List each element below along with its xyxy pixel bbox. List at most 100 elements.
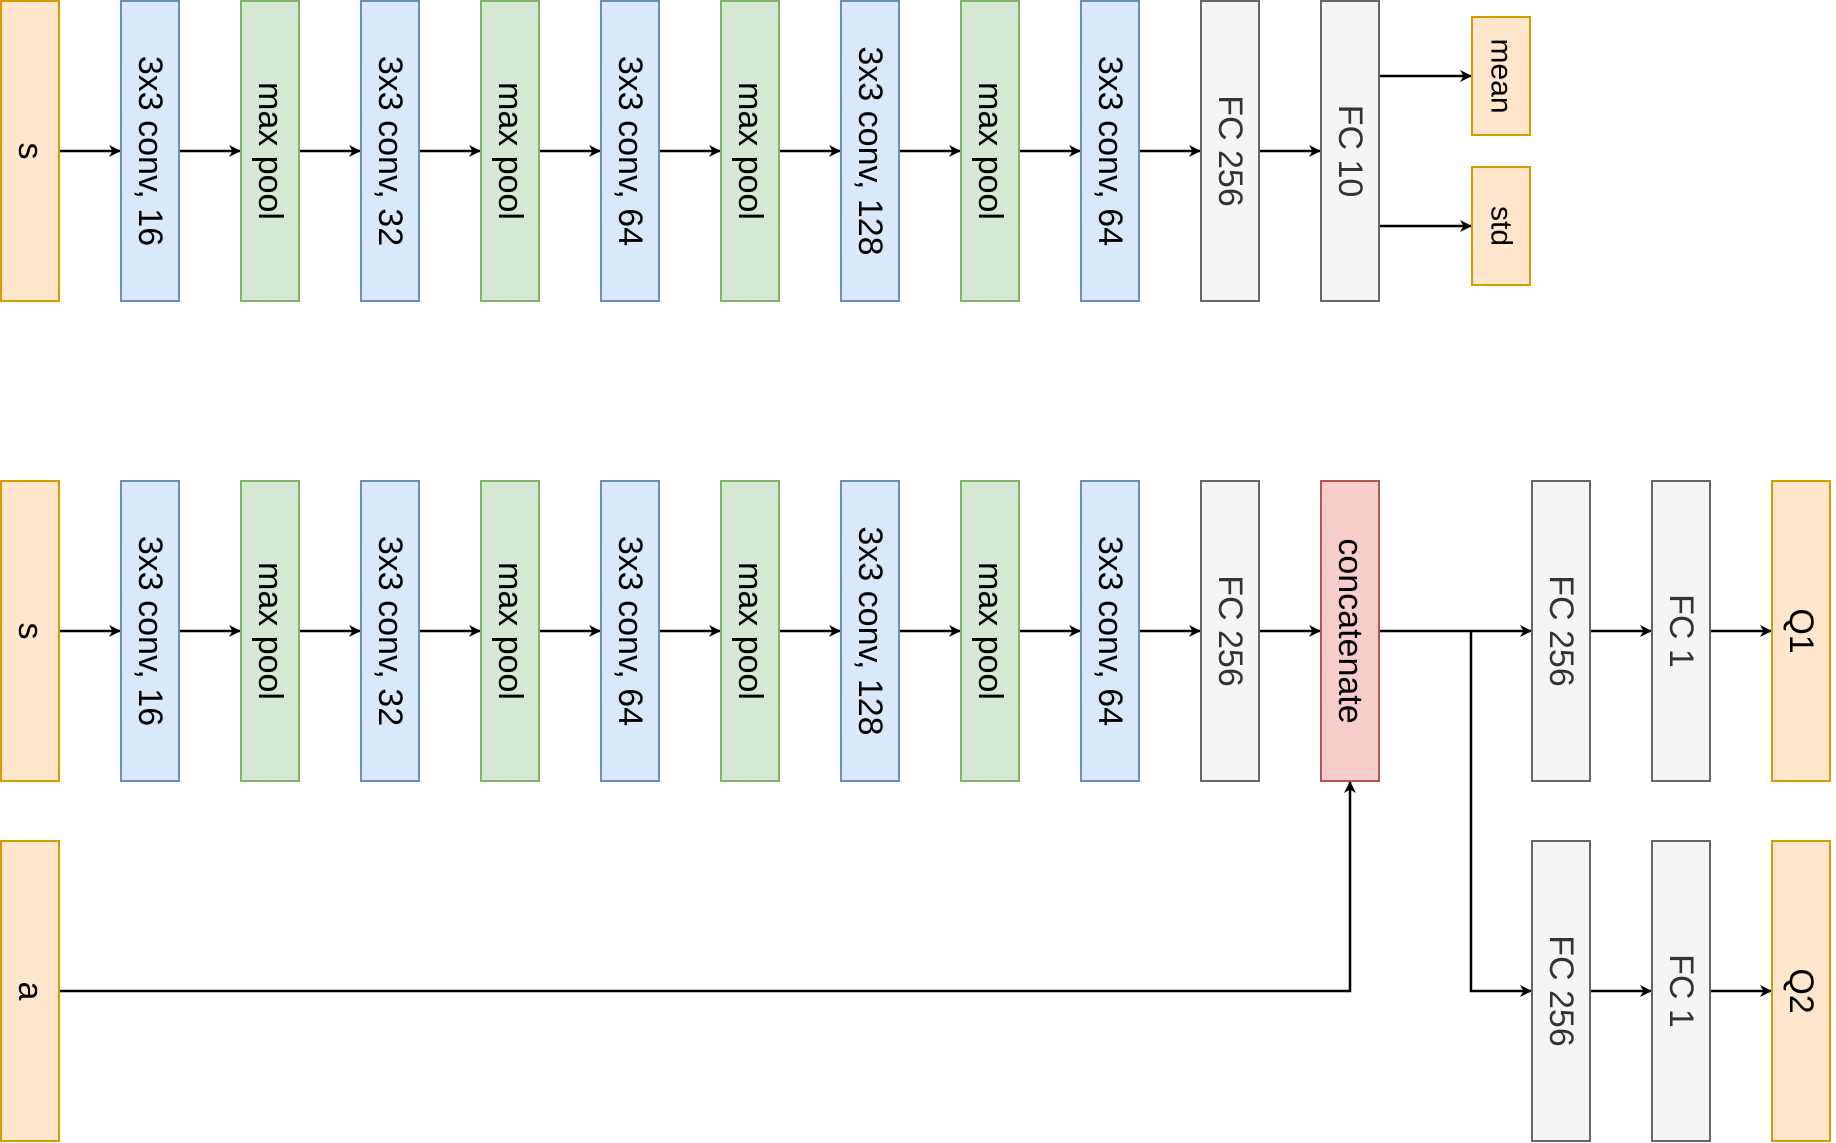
critic-layer-9-3x3-conv-64-label: 3x3 conv, 64 [1091, 536, 1129, 726]
critic-head1-q1-label: Q1 [1782, 608, 1820, 653]
actor-layer-3-3x3-conv-32: 3x3 conv, 32 [360, 0, 420, 302]
actor-layer-7-3x3-conv-128: 3x3 conv, 128 [840, 0, 900, 302]
actor-layer-6-max-pool-box [720, 0, 780, 302]
critic-layer-1-3x3-conv-16-label: 3x3 conv, 16 [131, 536, 169, 726]
critic-concatenate-label: concatenate [1331, 538, 1369, 723]
critic-layer-2-max-pool: max pool [240, 480, 300, 782]
critic-layer-3-3x3-conv-32-box [360, 480, 420, 782]
edges-layer [60, 70, 1772, 997]
critic-input-a-box [0, 840, 60, 1142]
actor-input-s: s [0, 0, 60, 302]
critic-layer-6-max-pool-label: max pool [731, 562, 769, 700]
critic-layer-10-fc-256: FC 256 [1200, 480, 1260, 782]
critic-layer-8-max-pool: max pool [960, 480, 1020, 782]
critic-layer-7-3x3-conv-128-box [840, 480, 900, 782]
actor-layer-9-3x3-conv-64-label: 3x3 conv, 64 [1091, 56, 1129, 246]
critic-head2-q2-box [1771, 840, 1831, 1142]
critic-layer-2-max-pool-box [240, 480, 300, 782]
critic-concatenate: concatenate [1320, 480, 1380, 782]
critic-head2-q2-label: Q2 [1782, 968, 1820, 1013]
actor-layer-10-fc-256: FC 256 [1200, 0, 1260, 302]
critic-layer-5-3x3-conv-64-label: 3x3 conv, 64 [611, 536, 649, 726]
critic-head1-fc-1-label: FC 1 [1662, 594, 1700, 668]
critic-layer-6-max-pool-box [720, 480, 780, 782]
actor-layer-2-max-pool: max pool [240, 0, 300, 302]
actor-layer-1-3x3-conv-16-box [120, 0, 180, 302]
critic-head2-fc-1-label: FC 1 [1662, 954, 1700, 1028]
actor-layer-1-3x3-conv-16: 3x3 conv, 16 [120, 0, 180, 302]
actor-output-std-box [1471, 166, 1531, 286]
actor-layer-5-3x3-conv-64-label: 3x3 conv, 64 [611, 56, 649, 246]
critic-head2-fc-256: FC 256 [1531, 840, 1591, 1142]
critic-layer-2-max-pool-label: max pool [251, 562, 289, 700]
actor-layer-3-3x3-conv-32-label: 3x3 conv, 32 [371, 56, 409, 246]
critic-layer-7-3x3-conv-128-label: 3x3 conv, 128 [851, 526, 889, 735]
actor-layer-9-3x3-conv-64-box [1080, 0, 1140, 302]
critic-layer-5-3x3-conv-64: 3x3 conv, 64 [600, 480, 660, 782]
critic-layer-4-max-pool: max pool [480, 480, 540, 782]
critic-layer-3-3x3-conv-32: 3x3 conv, 32 [360, 480, 420, 782]
actor-input-s-box [0, 0, 60, 302]
critic-input-s-box [0, 480, 60, 782]
actor-layer-11-fc-10: FC 10 [1320, 0, 1380, 302]
actor-layer-10-fc-256-box [1200, 0, 1260, 302]
actor-layer-1-3x3-conv-16-label: 3x3 conv, 16 [131, 56, 169, 246]
actor-output-mean: mean [1471, 16, 1531, 136]
actor-layer-7-3x3-conv-128-label: 3x3 conv, 128 [851, 46, 889, 255]
actor-output-mean-label: mean [1485, 38, 1518, 113]
critic-head1-q1-box [1771, 480, 1831, 782]
critic-edge-action-to-concat [60, 781, 1356, 993]
critic-layer-9-3x3-conv-64: 3x3 conv, 64 [1080, 480, 1140, 782]
actor-layer-6-max-pool-label: max pool [731, 82, 769, 220]
actor-layer-11-fc-10-label: FC 10 [1331, 105, 1369, 198]
actor-layer-5-3x3-conv-64-box [600, 0, 660, 302]
critic-head2-fc-1-box [1651, 840, 1711, 1142]
actor-layer-2-max-pool-label: max pool [251, 82, 289, 220]
actor-layer-3-3x3-conv-32-box [360, 0, 420, 302]
actor-layer-4-max-pool-box [480, 0, 540, 302]
critic-layer-10-fc-256-label: FC 256 [1211, 575, 1249, 687]
critic-layer-4-max-pool-box [480, 480, 540, 782]
critic-head1-q1: Q1 [1771, 480, 1831, 782]
critic-layer-1-3x3-conv-16: 3x3 conv, 16 [120, 480, 180, 782]
actor-layer-10-fc-256-label: FC 256 [1211, 95, 1249, 207]
actor-layer-8-max-pool-label: max pool [971, 82, 1009, 220]
critic-input-s: s [0, 480, 60, 782]
critic-head2-fc-256-box [1531, 840, 1591, 1142]
actor-input-s-label: s [11, 143, 49, 160]
critic-head1-fc-1-box [1651, 480, 1711, 782]
actor-layer-8-max-pool: max pool [960, 0, 1020, 302]
critic-layer-4-max-pool-label: max pool [491, 562, 529, 700]
critic-layer-1-3x3-conv-16-box [120, 480, 180, 782]
actor-layer-11-fc-10-box [1320, 0, 1380, 302]
critic-input-a-label: a [11, 982, 49, 1001]
actor-output-std: std [1471, 166, 1531, 286]
critic-layer-5-3x3-conv-64-box [600, 480, 660, 782]
actor-layer-7-3x3-conv-128-box [840, 0, 900, 302]
critic-layer-3-3x3-conv-32-label: 3x3 conv, 32 [371, 536, 409, 726]
critic-layer-8-max-pool-box [960, 480, 1020, 782]
actor-output-mean-box [1471, 16, 1531, 136]
critic-edge-concat-to-head2 [1469, 631, 1532, 997]
actor-layer-2-max-pool-box [240, 0, 300, 302]
critic-layer-9-3x3-conv-64-box [1080, 480, 1140, 782]
critic-head1-fc-256-box [1531, 480, 1591, 782]
critic-head1-fc-256-label: FC 256 [1542, 575, 1580, 687]
critic-layer-10-fc-256-box [1200, 480, 1260, 782]
actor-layer-5-3x3-conv-64: 3x3 conv, 64 [600, 0, 660, 302]
actor-output-std-label: std [1485, 206, 1518, 246]
critic-input-a: a [0, 840, 60, 1142]
critic-input-s-label: s [11, 623, 49, 640]
critic-head2-fc-1: FC 1 [1651, 840, 1711, 1142]
actor-layer-4-max-pool-label: max pool [491, 82, 529, 220]
critic-head2-fc-256-label: FC 256 [1542, 935, 1580, 1047]
actor-layer-4-max-pool: max pool [480, 0, 540, 302]
critic-concatenate-box [1320, 480, 1380, 782]
critic-layer-8-max-pool-label: max pool [971, 562, 1009, 700]
critic-head1-fc-256: FC 256 [1531, 480, 1591, 782]
critic-layer-7-3x3-conv-128: 3x3 conv, 128 [840, 480, 900, 782]
critic-head1-fc-1: FC 1 [1651, 480, 1711, 782]
